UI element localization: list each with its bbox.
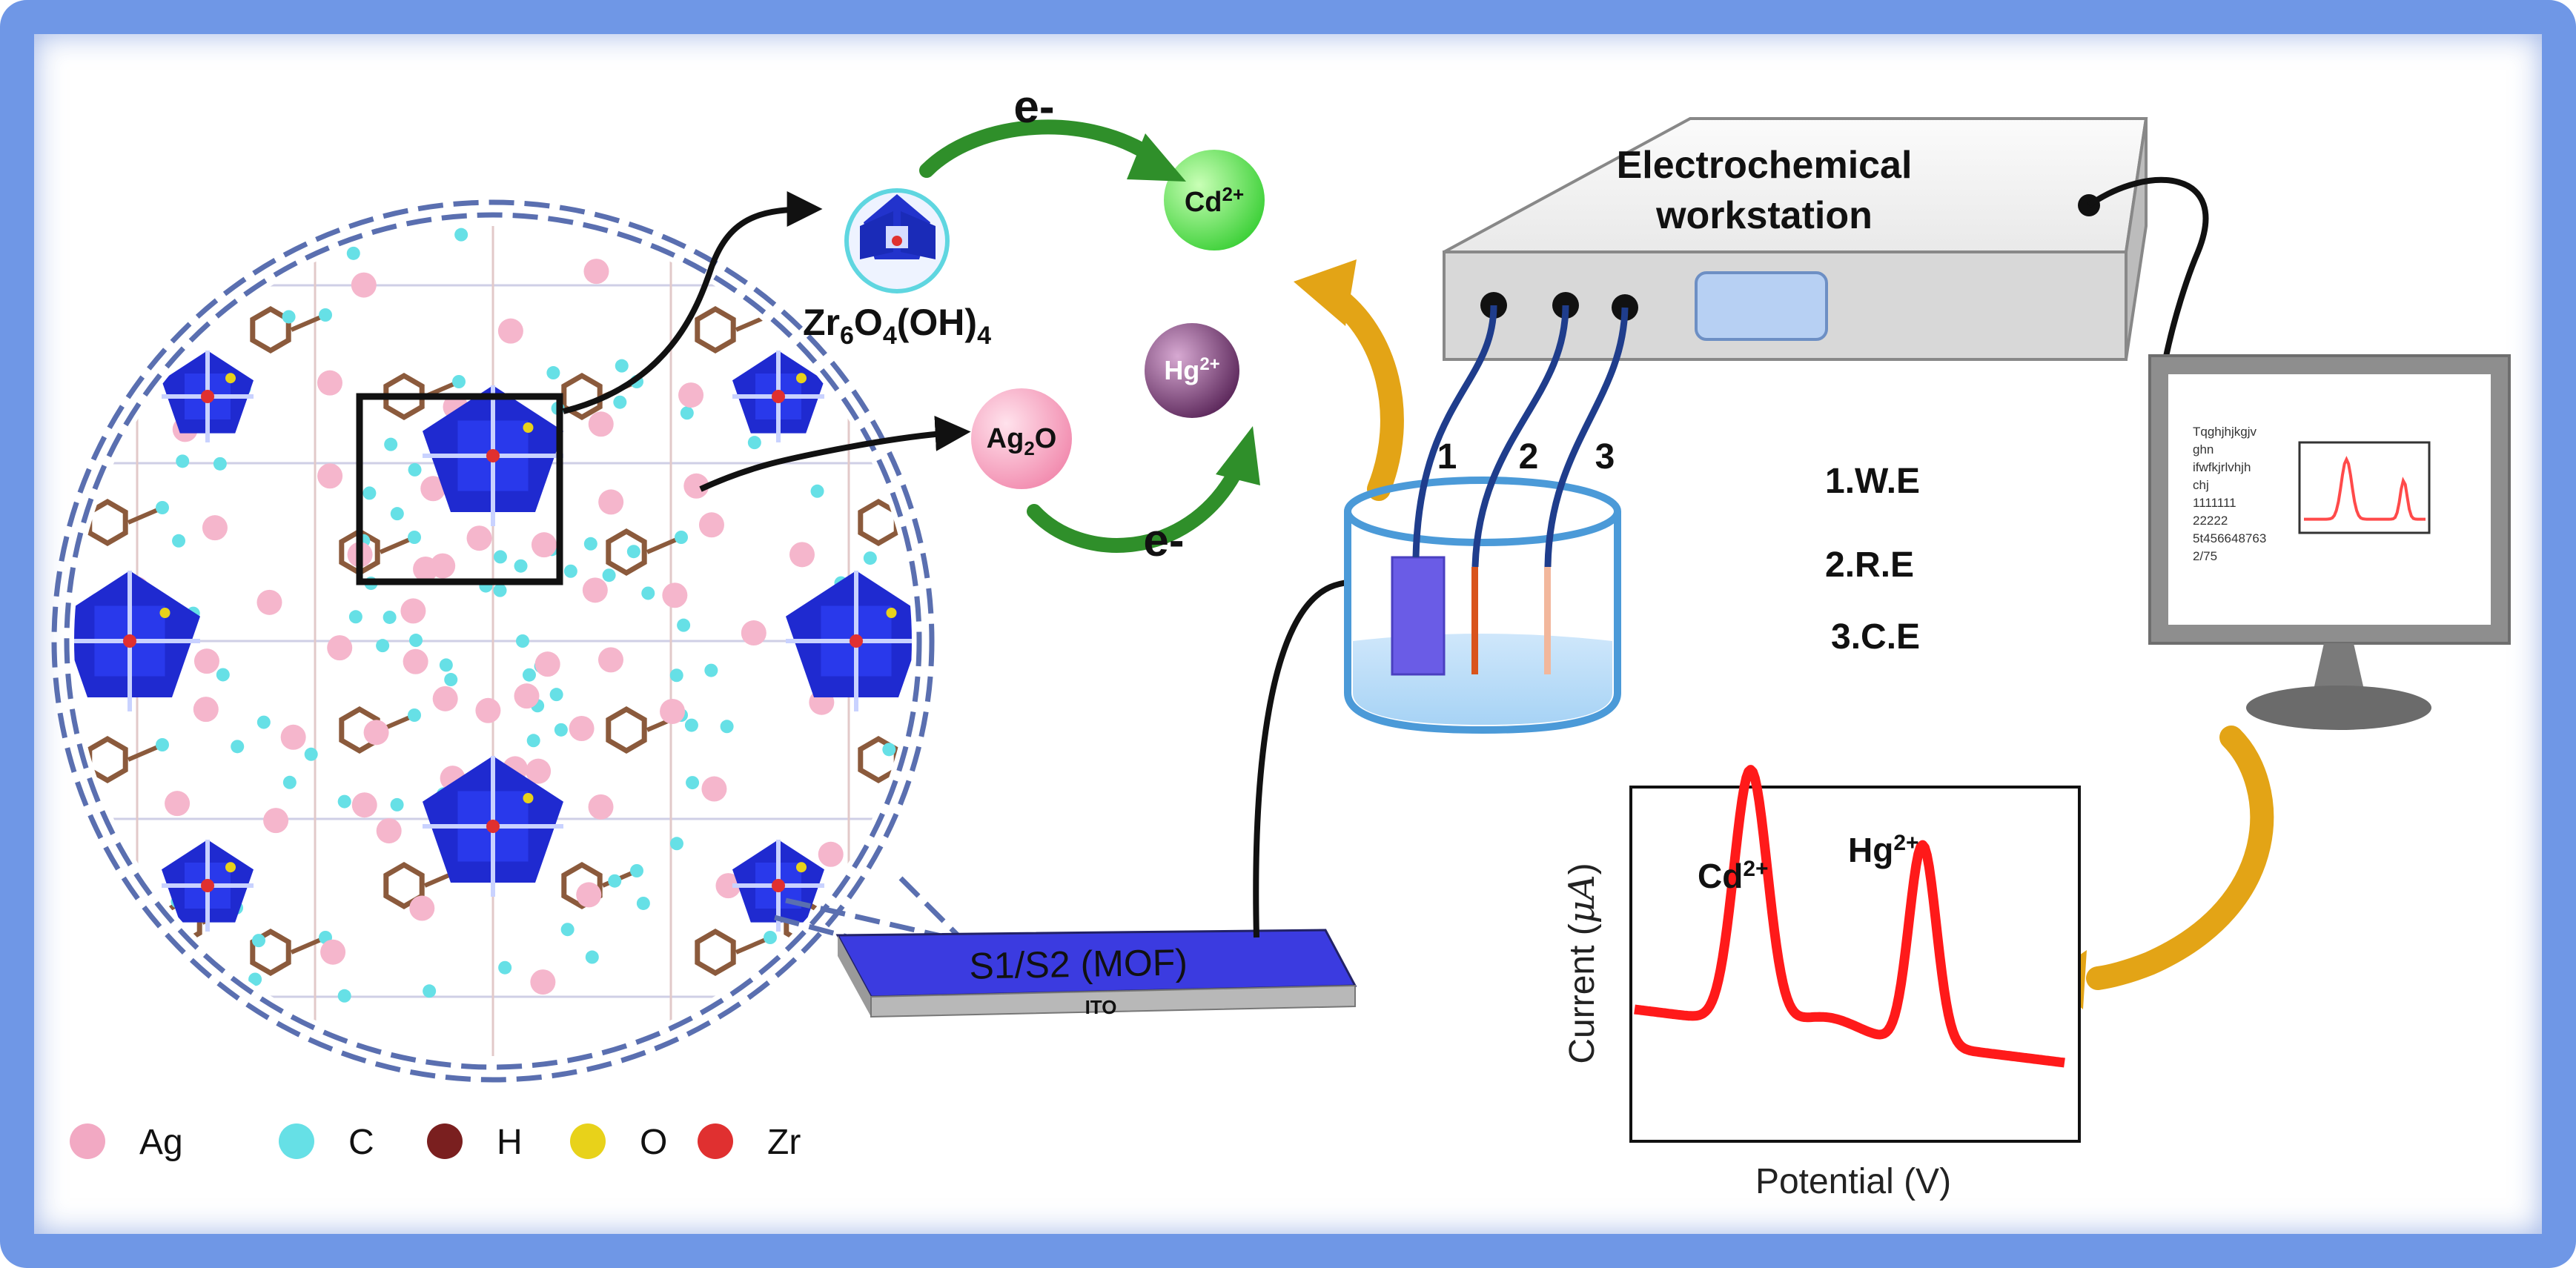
key-re: 2.R.E bbox=[1825, 545, 1914, 585]
hg-ion: Hg2+ bbox=[1145, 323, 1239, 418]
workstation-display bbox=[1695, 271, 1828, 341]
legend-dot-h bbox=[427, 1123, 463, 1159]
counter-electrode bbox=[1544, 567, 1551, 674]
reference-electrode bbox=[1471, 567, 1478, 674]
ito-label: ITO bbox=[1085, 996, 1117, 1018]
monitor-text-line: ifwfkjrlvhjh bbox=[2193, 460, 2251, 474]
electron-label-bottom: e- bbox=[1143, 515, 1184, 566]
electrode-number-1: 1 bbox=[1437, 437, 1457, 477]
monitor-text-line: 2/75 bbox=[2193, 549, 2217, 563]
ag2o-particle: Ag2O bbox=[971, 388, 1072, 489]
workstation-line1: Electrochemical bbox=[1617, 144, 1913, 187]
electron-label-top: e- bbox=[1013, 82, 1054, 133]
zr-cluster-icon bbox=[844, 188, 950, 293]
zr-cluster-label: Zr6O4(OH)4 bbox=[803, 302, 991, 350]
chart-ylabel: Current (μA) bbox=[1561, 863, 1603, 1063]
peak-label-cd: Cd2+ bbox=[1698, 857, 1769, 895]
peak-label-hg: Hg2+ bbox=[1848, 831, 1919, 869]
key-we: 1.W.E bbox=[1825, 462, 1920, 501]
electrode-number-3: 3 bbox=[1595, 437, 1615, 477]
svg-text:Ag2O: Ag2O bbox=[987, 423, 1057, 459]
mof-label: S1/S2 (MOF) bbox=[969, 941, 1188, 986]
monitor-stand bbox=[2246, 686, 2431, 730]
mini-plot-curve bbox=[2304, 456, 2426, 521]
electrochemical-workstation: Electrochemical workstation bbox=[1443, 117, 2148, 361]
svg-text:Cd2+: Cd2+ bbox=[1185, 183, 1244, 218]
cluster-arrow bbox=[563, 191, 823, 414]
monitor-text-line: 22222 bbox=[2193, 514, 2228, 528]
zoom-box bbox=[356, 393, 563, 585]
gold-arrow-beaker bbox=[1294, 259, 1404, 501]
key-ce: 3.C.E bbox=[1831, 617, 1920, 657]
computer-monitor: Tqghjhjkgjv ghn ifwfkjrlvhjh chj 1111111 2222… bbox=[2148, 354, 2511, 730]
voltammogram-curve bbox=[1632, 765, 2067, 1068]
mof-crystal-view bbox=[51, 199, 935, 1083]
electrode-wires bbox=[1412, 305, 1629, 568]
monitor-text: Tqghjhjkgjv ghn ifwfkjrlvhjh chj 1111111 2222… bbox=[2193, 425, 2266, 563]
legend-label-ag: Ag bbox=[139, 1123, 183, 1162]
dashed-circle-inner bbox=[51, 199, 935, 1083]
cd-ion: Cd2+ bbox=[1164, 150, 1265, 250]
dashed-circle-outer bbox=[64, 212, 922, 1070]
monitor-text-line: 1111111 bbox=[2193, 496, 2236, 510]
chart-frame bbox=[1629, 786, 2081, 1143]
electron-transfer: e- e- bbox=[919, 82, 1260, 566]
workstation-line2: workstation bbox=[1655, 194, 1873, 237]
legend-dot-ag bbox=[70, 1123, 105, 1159]
electrode-substrate: S1/S2 (MOF) ITO bbox=[835, 929, 1357, 1018]
legend-dot-o bbox=[570, 1123, 606, 1159]
legend-dot-zr bbox=[698, 1123, 733, 1159]
monitor-text-line: ghn bbox=[2193, 442, 2214, 457]
legend-label-o: O bbox=[640, 1123, 667, 1162]
monitor-text-line: Tqghjhjkgjv bbox=[2193, 425, 2257, 439]
electrode-number-2: 2 bbox=[1519, 437, 1539, 477]
legend-label-c: C bbox=[348, 1123, 374, 1162]
legend-label-zr: Zr bbox=[767, 1123, 801, 1162]
legend-label-h: H bbox=[497, 1123, 523, 1162]
electrode-key: 1.W.E 2.R.E 3.C.E bbox=[1825, 462, 1920, 657]
svg-text:Hg2+: Hg2+ bbox=[1164, 354, 1219, 385]
monitor-text-line: chj bbox=[2193, 478, 2209, 492]
legend-dot-c bbox=[279, 1123, 314, 1159]
voltammogram-chart: Potential (V) Current (μA) Cd2+ Hg2+ bbox=[1561, 765, 2081, 1201]
chart-xlabel: Potential (V) bbox=[1755, 1162, 1951, 1201]
monitor-text-line: 5t456648763 bbox=[2193, 531, 2266, 545]
working-electrode bbox=[1391, 556, 1446, 676]
atom-legend: Ag C H O Zr bbox=[70, 1123, 801, 1162]
ag2o-arrow bbox=[699, 415, 971, 492]
